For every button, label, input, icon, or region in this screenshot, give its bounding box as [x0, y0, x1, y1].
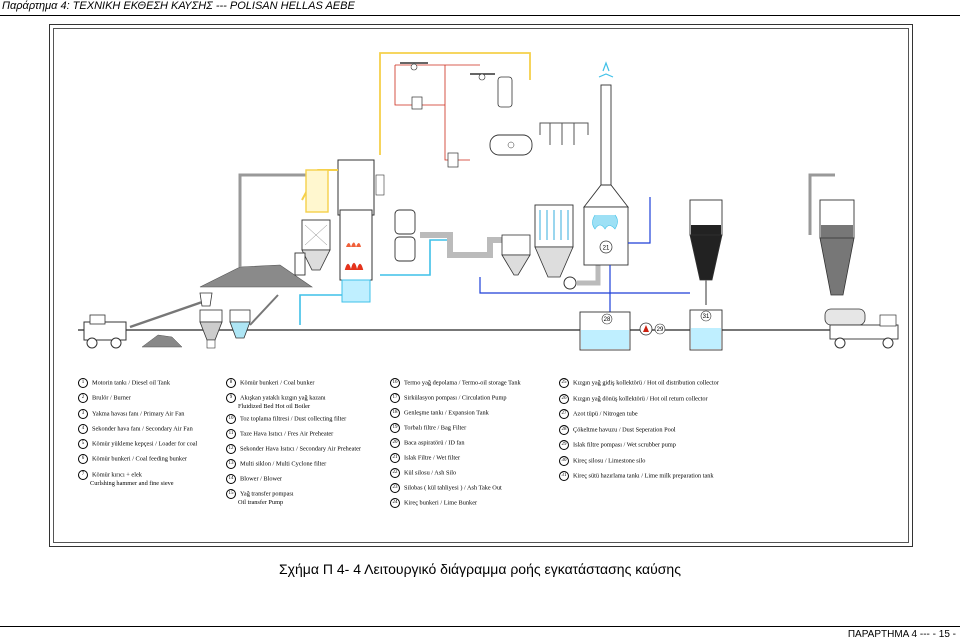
valve-group-top [400, 62, 495, 168]
page-header: Παράρτημα 4: ΤΕΧΝΙΚΗ ΕΚΘΕΣΗ ΚΑΥΣΗΣ --- P… [2, 0, 355, 12]
blue-line-main [479, 277, 690, 294]
figure-caption: Σχήμα Π 4- 4 Λειτουργικό διάγραμμα ροής … [279, 561, 681, 577]
loader-truck [83, 314, 127, 349]
figure-frame: 21 28 29 [49, 24, 913, 547]
small-coal-heap [141, 334, 183, 348]
page-footer: ΠΑΡΑΡΤΗΜΑ 4 --- - 15 - [847, 629, 956, 640]
expansion-tank [497, 76, 513, 108]
id-fan [563, 276, 577, 290]
diesel-oil-tank [294, 252, 306, 276]
footer-rule [0, 626, 960, 627]
legend-item-extra: Oil transfer Pump [238, 499, 284, 506]
lime-milk-tank: 31 [689, 309, 723, 351]
marker-31: 31 [703, 314, 710, 320]
conveyor-belt [129, 298, 209, 329]
hot-oil-collectors [539, 122, 589, 145]
multi-cyclone [501, 234, 531, 276]
wet-scrubber-pump: 29 [639, 322, 666, 336]
legend-item-extra: Curlshing hammer and fine sieve [90, 479, 174, 487]
loader-bucket [199, 292, 213, 307]
hot-oil-line-supply [379, 52, 531, 155]
ash-take-out-truck [824, 308, 899, 349]
wet-filter-stack: 21 [583, 61, 629, 266]
flow-diagram: 21 28 29 [78, 52, 899, 351]
marker-29: 29 [657, 327, 664, 333]
figure-inner-frame [53, 28, 909, 543]
limestone-silo [689, 199, 723, 305]
hot-oil-circuit-pipes [394, 64, 480, 161]
legend-item-extra: Fluidized Bed Hot oil Boiler [238, 403, 311, 410]
hot-oil-preheater [305, 169, 329, 213]
ash-silo [808, 173, 855, 296]
header-rule [0, 15, 960, 16]
coal-bunker [301, 219, 331, 271]
air-preheaters [394, 209, 416, 262]
crusher-unit [229, 294, 279, 339]
marker-21: 21 [603, 246, 610, 252]
bag-filter [534, 204, 574, 278]
dust-separation-pool: 28 [579, 311, 631, 351]
coal-pile [199, 264, 313, 288]
marker-28: 28 [604, 317, 611, 323]
termo-oil-storage-tank [489, 134, 533, 156]
blue-line-wet-filter [628, 197, 651, 244]
fluidized-bed-boiler [337, 159, 385, 303]
blue-line-return [609, 265, 630, 316]
flue-gas-duct [420, 232, 505, 258]
cyan-lower-line [299, 294, 342, 325]
coal-feeding-bunker [199, 309, 223, 349]
